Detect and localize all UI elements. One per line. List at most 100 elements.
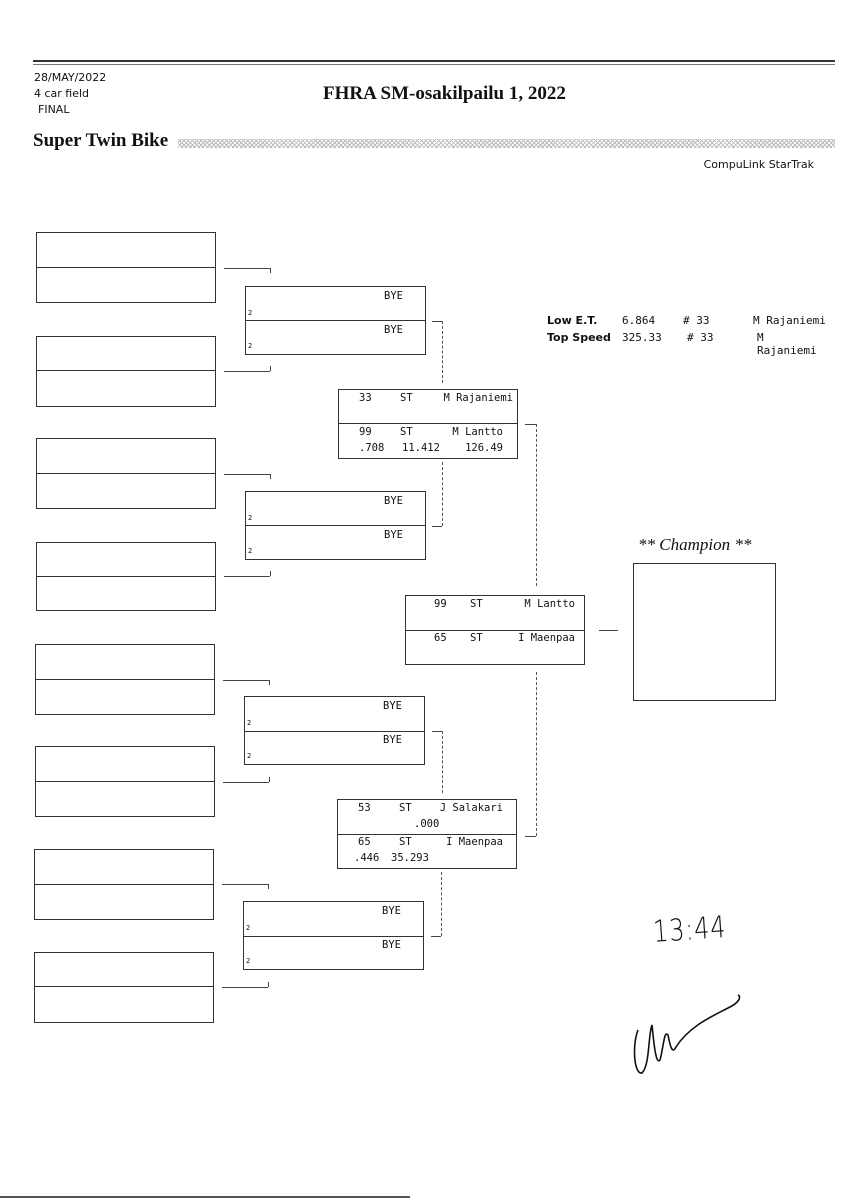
- semi2-bottom-car: 65: [358, 836, 371, 848]
- semi2-bottom-driver: I Maenpaa: [446, 836, 503, 848]
- semi2-top-driver: J Salakari: [439, 802, 503, 814]
- connector: [442, 731, 443, 793]
- connector: [536, 424, 537, 586]
- round2-4-bottom-entry: BYE: [382, 939, 401, 951]
- round2-3-bottom-entry: BYE: [383, 734, 402, 746]
- event-date: 28/MAY/2022: [34, 71, 107, 84]
- round-label: FINAL: [38, 103, 70, 116]
- connector: [224, 576, 270, 577]
- connector: [224, 474, 270, 475]
- round2-2-bottom-seed: 2: [248, 547, 253, 555]
- connector: [269, 777, 270, 782]
- connector: [525, 424, 536, 425]
- signature-icon: [633, 994, 741, 1074]
- handwritten-time: 13:44: [652, 909, 728, 950]
- semi1-top-class: ST: [400, 392, 413, 404]
- semifinal-1: 33 ST M Rajaniemi 99 ST M Lantto .708 11…: [338, 389, 518, 459]
- top-speed-driver: M Rajaniemi: [757, 331, 817, 357]
- round2-pair-1: BYE 2 BYE 2: [245, 286, 426, 355]
- connector: [270, 571, 271, 576]
- final-bottom-driver: I Maenpaa: [518, 632, 575, 644]
- semi1-bottom-reaction: .708: [359, 442, 385, 454]
- connector: [222, 884, 268, 885]
- connector: [442, 462, 443, 526]
- top-speed-label: Top Speed: [547, 331, 611, 344]
- round2-2-bottom-entry: BYE: [384, 529, 403, 541]
- hatch-bar: [178, 139, 835, 148]
- semifinal-2: 53 ST J Salakari .000 65 ST I Maenpaa .4…: [337, 799, 517, 869]
- header-rule: [33, 60, 835, 62]
- round2-4-top-entry: BYE: [382, 905, 401, 917]
- round2-3-bottom-seed: 2: [247, 752, 252, 760]
- round1-pair-4: [36, 542, 216, 611]
- round2-1-bottom-seed: 2: [248, 342, 253, 350]
- low-et-car: # 33: [683, 314, 710, 327]
- final-pair: 99 ST M Lantto 65 ST I Maenpaa: [405, 595, 585, 665]
- field-size: 4 car field: [34, 87, 90, 100]
- connector: [268, 884, 269, 889]
- round1-pair-3: [36, 438, 216, 509]
- connector: [432, 731, 442, 732]
- connector: [432, 526, 442, 527]
- round2-1-top-entry: BYE: [384, 290, 403, 302]
- connector: [270, 268, 271, 273]
- connector: [268, 982, 269, 987]
- low-et-label: Low E.T.: [547, 314, 598, 327]
- top-speed-value: 325.33: [622, 331, 662, 344]
- connector: [442, 321, 443, 383]
- connector: [224, 371, 270, 372]
- round2-1-bottom-entry: BYE: [384, 324, 403, 336]
- round2-2-top-entry: BYE: [384, 495, 403, 507]
- final-top-class: ST: [470, 598, 483, 610]
- round2-3-top-seed: 2: [247, 719, 252, 727]
- champion-box: [633, 563, 776, 701]
- connector: [223, 680, 269, 681]
- connector: [432, 321, 442, 322]
- round1-pair-8: [34, 952, 214, 1023]
- connector: [431, 936, 441, 937]
- semi2-top-car: 53: [358, 802, 371, 814]
- semi1-bottom-class: ST: [400, 426, 413, 438]
- semi2-bottom-class: ST: [399, 836, 412, 848]
- connector: [223, 782, 269, 783]
- round1-pair-1: [36, 232, 216, 303]
- event-title: FHRA SM-osakilpailu 1, 2022: [323, 83, 566, 104]
- round2-4-top-seed: 2: [246, 924, 251, 932]
- semi2-top-class: ST: [399, 802, 412, 814]
- semi2-top-reaction: .000: [414, 818, 440, 830]
- semi2-bottom-et: 35.293: [391, 852, 429, 864]
- round2-2-top-seed: 2: [248, 514, 253, 522]
- connector: [525, 836, 536, 837]
- round2-pair-2: BYE 2 BYE 2: [245, 491, 426, 560]
- top-speed-car: # 33: [687, 331, 714, 344]
- low-et-driver: M Rajaniemi: [753, 314, 826, 327]
- round1-pair-6: [35, 746, 215, 817]
- software-name: CompuLink StarTrak: [703, 158, 814, 171]
- semi1-bottom-car: 99: [359, 426, 372, 438]
- connector: [536, 672, 537, 836]
- final-top-driver: M Lantto: [524, 598, 575, 610]
- round2-3-top-entry: BYE: [383, 700, 402, 712]
- champion-label: ** Champion **: [638, 535, 752, 554]
- records-panel: Low E.T. 6.864 # 33 M Rajaniemi Top Spee…: [547, 314, 827, 357]
- semi1-bottom-speed: 126.49: [465, 442, 503, 454]
- round1-pair-7: [34, 849, 214, 920]
- final-top-car: 99: [434, 598, 447, 610]
- round2-1-top-seed: 2: [248, 309, 253, 317]
- low-et-value: 6.864: [622, 314, 656, 327]
- final-bottom-class: ST: [470, 632, 483, 644]
- round1-pair-2: [36, 336, 216, 407]
- connector: [441, 872, 442, 936]
- connector: [270, 366, 271, 371]
- connector: [269, 680, 270, 685]
- semi1-bottom-et: 11.412: [402, 442, 440, 454]
- final-bottom-car: 65: [434, 632, 447, 644]
- round2-pair-4: BYE 2 BYE 2: [243, 901, 424, 970]
- round2-4-bottom-seed: 2: [246, 957, 251, 965]
- round1-pair-5: [35, 644, 215, 715]
- connector: [270, 474, 271, 479]
- connector: [599, 630, 618, 631]
- semi2-bottom-reaction: .446: [354, 852, 380, 864]
- semi1-top-driver: M Rajaniemi: [443, 392, 513, 404]
- semi1-top-car: 33: [359, 392, 372, 404]
